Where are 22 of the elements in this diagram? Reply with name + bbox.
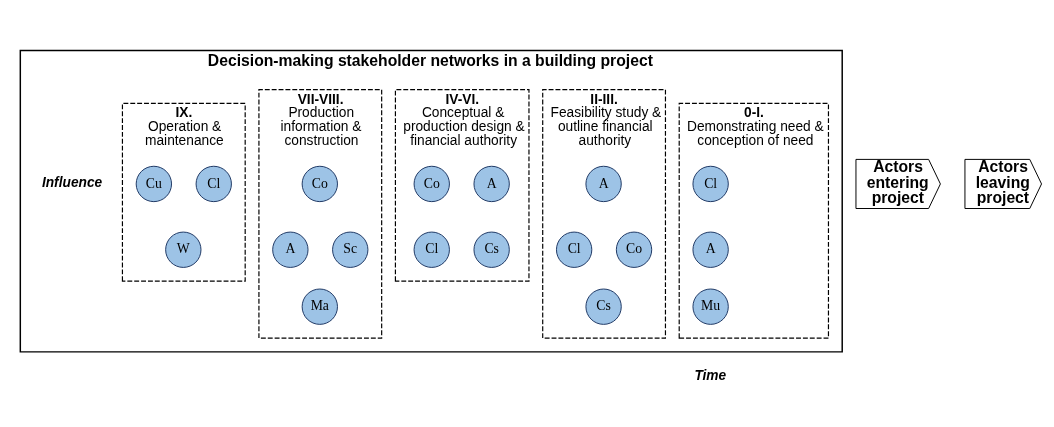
node-circle: A xyxy=(585,165,622,202)
node-circle: Co xyxy=(615,231,653,268)
node-circle: Mu xyxy=(692,288,729,325)
node-circle: A xyxy=(692,231,729,268)
node-circle: Sc xyxy=(332,231,369,268)
node-circle: Cu xyxy=(135,165,172,202)
node-circle: Cl xyxy=(195,165,232,202)
label: Actors entering project xyxy=(866,157,929,206)
node-circle: Cl xyxy=(413,231,450,268)
node-circle: Cs xyxy=(585,288,622,325)
node-circle: Cl xyxy=(692,165,729,202)
node-circle: A xyxy=(272,231,309,268)
node-circle: Ma xyxy=(301,288,338,325)
node-circle: Cl xyxy=(555,231,593,268)
label: Actors leaving project xyxy=(975,157,1030,206)
node-circle: Cs xyxy=(473,231,510,268)
node-circle: Co xyxy=(413,165,450,202)
node-circle: Co xyxy=(301,165,338,202)
label: Time xyxy=(694,367,727,383)
node-circle: W xyxy=(165,231,202,268)
label: Influence xyxy=(41,174,103,190)
node-circle: A xyxy=(473,165,510,202)
